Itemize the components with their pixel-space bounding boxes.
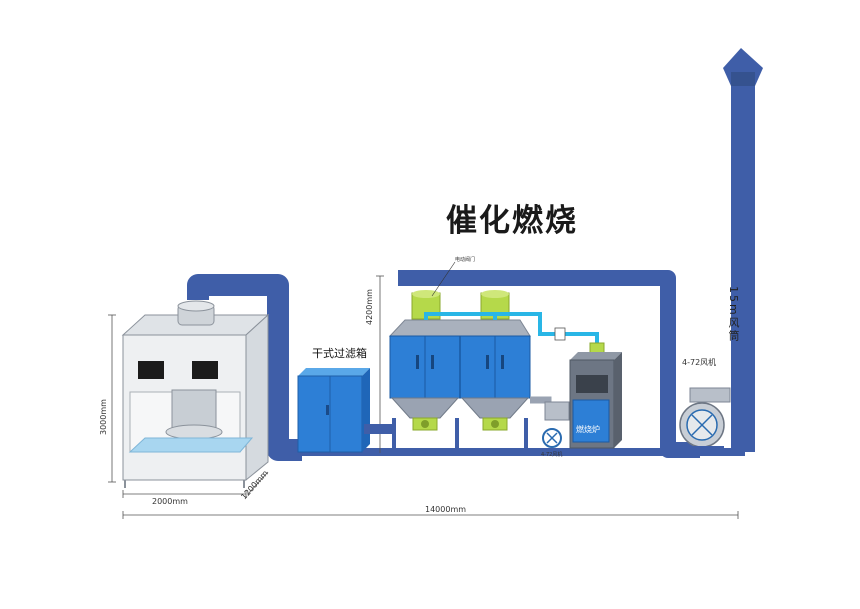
catalytic-beds — [388, 290, 531, 452]
valve-label: 电动阀门 — [455, 257, 476, 263]
chimney-stack — [731, 82, 755, 452]
inlet-duct — [364, 424, 394, 434]
fan-label: 4-72风机 — [682, 358, 717, 367]
bed-height-label: 4200mm — [365, 289, 374, 325]
booth-height-label: 3000mm — [99, 399, 108, 435]
dry-filter-box — [297, 368, 370, 453]
diagram-title: 催化燃烧 — [446, 203, 578, 239]
bed-height-dimension — [376, 275, 384, 453]
dry-filter-box-label: 干式过滤箱 — [312, 347, 367, 360]
motor-label: 4-72风机 — [541, 452, 563, 458]
chimney-label: 15m风筒 — [727, 286, 740, 343]
main-fan — [679, 387, 731, 452]
booth-width-label: 2000mm — [152, 497, 188, 506]
dimension-lines — [108, 314, 739, 519]
burner-label: 燃烧炉 — [576, 425, 600, 434]
circulation-fan — [530, 396, 570, 452]
spray-booth — [121, 300, 270, 488]
total-length-label: 14000mm — [425, 505, 467, 514]
burner-furnace — [569, 352, 622, 449]
